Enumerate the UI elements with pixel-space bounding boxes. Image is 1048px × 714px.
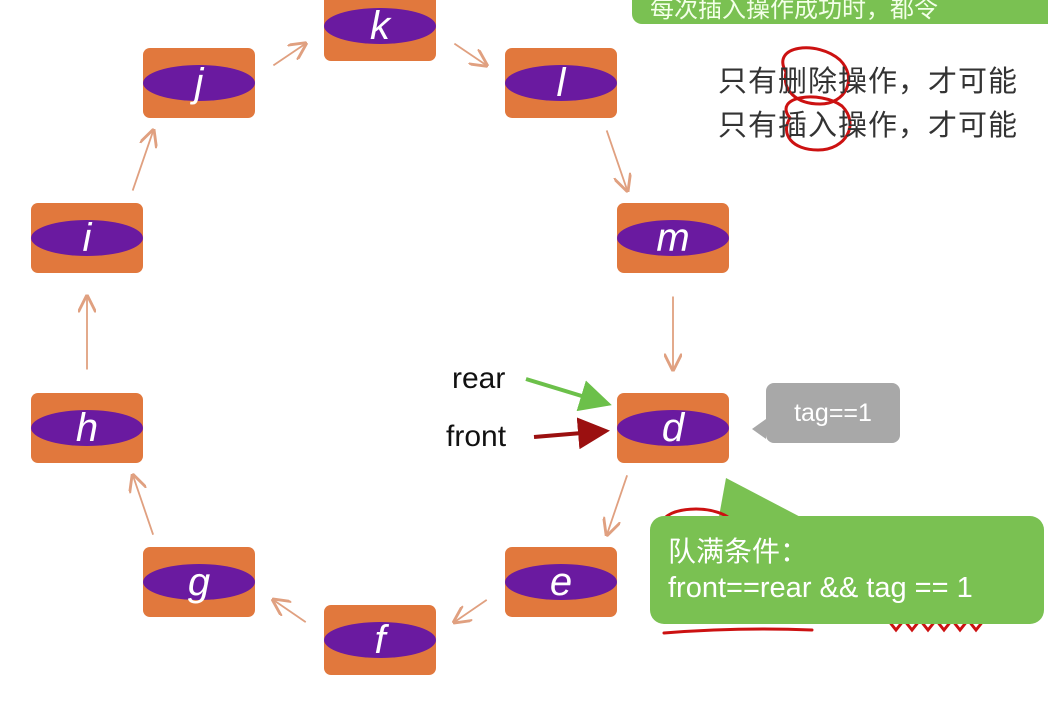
queue-node-f: f	[324, 605, 436, 675]
edge-l-m	[605, 130, 628, 190]
node-oval	[143, 65, 255, 101]
note-delete: 只有删除操作，才可能	[718, 64, 1019, 98]
queue-node-i: i	[31, 203, 143, 273]
edge-j-k	[272, 44, 305, 67]
node-label: l	[557, 61, 567, 105]
node-oval	[31, 220, 143, 256]
circle-delete-char	[781, 46, 851, 106]
queue-node-d: d	[617, 393, 729, 463]
callout-tail	[718, 478, 810, 522]
full-condition-callout: 队满条件： front==rear && tag == 1	[650, 516, 1044, 624]
queue-node-e: e	[505, 547, 617, 617]
node-oval	[143, 564, 255, 600]
node-oval	[324, 8, 436, 44]
front-pointer-arrow	[533, 417, 610, 450]
top-callout: 每次插入操作成功时，都令	[632, 0, 1048, 24]
queue-node-j: j	[143, 48, 255, 118]
note-insert: 只有插入操作，才可能	[718, 108, 1019, 142]
rear-pointer-arrow	[525, 377, 612, 412]
rear-label: rear	[452, 362, 506, 395]
node-label: k	[370, 4, 392, 48]
front-label: front	[446, 420, 507, 453]
node-oval	[505, 564, 617, 600]
node-oval	[617, 220, 729, 256]
edge-f-g	[273, 600, 307, 623]
queue-node-l: l	[505, 48, 617, 118]
queue-node-h: h	[31, 393, 143, 463]
node-oval	[324, 622, 436, 658]
node-label: h	[76, 406, 98, 450]
edge-i-j	[131, 130, 154, 191]
tag-bubble: tag==1	[752, 383, 900, 443]
edge-d-e	[607, 475, 628, 534]
node-oval	[505, 65, 617, 101]
queue-node-k: k	[324, 0, 436, 61]
underline-front-rear-2	[662, 627, 814, 635]
node-oval	[31, 410, 143, 446]
circle-insert-char	[784, 95, 852, 152]
node-oval	[617, 410, 729, 446]
node-label: m	[656, 216, 689, 260]
node-label: e	[550, 560, 572, 604]
queue-node-m: m	[617, 203, 729, 273]
edge-k-l	[453, 42, 486, 66]
edge-g-h	[133, 475, 154, 535]
node-label: i	[83, 216, 93, 260]
node-label: d	[662, 406, 686, 450]
top-callout-text: 每次插入操作成功时，都令	[650, 0, 938, 23]
queue-node-g: g	[143, 547, 255, 617]
full-condition-expr: front==rear && tag == 1	[668, 572, 973, 604]
tag-bubble-text: tag==1	[794, 398, 872, 427]
node-label: g	[188, 560, 210, 604]
full-condition-title: 队满条件：	[668, 535, 809, 568]
edge-e-f	[454, 599, 488, 622]
